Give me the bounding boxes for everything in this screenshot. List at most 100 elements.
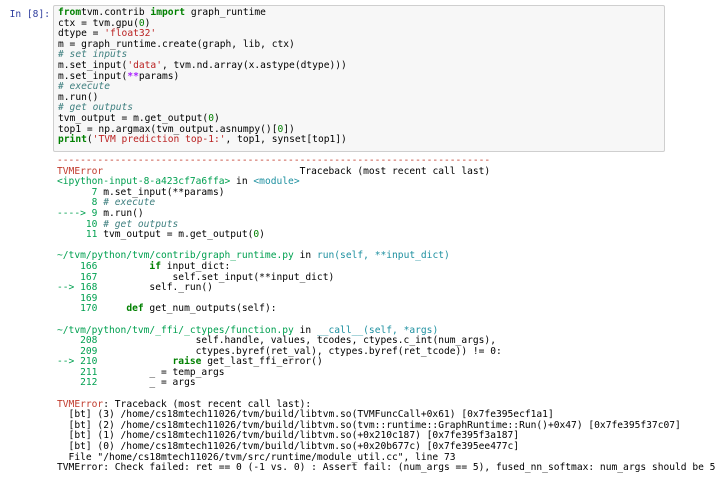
code-line: # execute	[58, 81, 660, 93]
output-line-segment: _ = args	[97, 377, 196, 389]
code-line-segment: 'data'	[127, 59, 162, 71]
output-line-segment: TVMError	[57, 165, 104, 177]
output-line-segment: 10	[57, 218, 98, 230]
output-line-segment: TVMError	[57, 398, 104, 410]
code-line-segment: dtype =	[58, 28, 105, 40]
code-line-segment: (	[86, 134, 93, 146]
code-line: m.run()	[58, 91, 660, 104]
output-line-segment: get_num_outputs(self):	[143, 303, 277, 315]
output-line: File "/home/cs18mtech11026/tvm/src/runti…	[57, 452, 672, 464]
code-line-segment: # set inputs	[58, 49, 128, 61]
code-line-segment: ctx = tvm.gpu(	[58, 17, 139, 29]
output-line-segment	[97, 303, 126, 314]
code-line-segment: tvm.contrib	[81, 7, 151, 18]
output-line: [bt] (3) /home/cs18mtech11026/tvm/build/…	[57, 409, 672, 421]
output-line-segment: ~/tvm/python/tvm/contrib/graph_runtime.p…	[57, 250, 294, 262]
code-line-segment: graph_runtime	[185, 7, 266, 18]
output-line: TVMError Traceback (most recent call las…	[57, 165, 672, 178]
output-line-segment: <ipython-input-8-a423cf7a6ffa>	[57, 176, 231, 188]
output-line: 170 def get_num_outputs(self):	[57, 304, 672, 315]
output-line: [bt] (2) /home/cs18mtech11026/tvm/build/…	[57, 420, 681, 432]
code-line-segment: **	[127, 70, 139, 82]
output-line-segment: 209	[57, 345, 98, 357]
code-line-segment: top1 = np.argmax(tvm_output.asnumpy()[	[58, 123, 278, 135]
output-line-segment: __call__(self, *args)	[316, 324, 439, 336]
output-line: [bt] (0) /home/cs18mtech11026/tvm/build/…	[57, 441, 672, 453]
output-line-segment: 167	[57, 271, 98, 283]
output-line-segment: 0	[253, 229, 260, 241]
output-line-segment: if	[149, 260, 161, 272]
code-line: print('TVM prediction top-1:', top1, syn…	[58, 134, 660, 146]
output-line: 208 self.handle, values, tcodes, ctypes.…	[57, 335, 672, 347]
code-line: fromtvm.contrib import graph_runtime	[58, 7, 660, 19]
code-line-segment: # execute	[58, 81, 110, 93]
output-line-segment: in	[293, 250, 317, 262]
output-line-segment: ~/tvm/python/tvm/_ffi/_ctypes/function.p…	[57, 324, 294, 336]
code-line-segment: 0	[138, 17, 145, 29]
output-line-segment: [bt] (1) /home/cs18mtech11026/tvm/build/…	[57, 430, 520, 442]
output-line: <ipython-input-8-a423cf7a6ffa> in <modul…	[57, 176, 672, 188]
output-line: TVMError: Traceback (most recent call la…	[57, 398, 672, 411]
code-line: dtype = 'float32'	[58, 28, 660, 40]
output-line-segment: m.set_input(**params)	[97, 186, 225, 198]
output-line: 166 if input_dict:	[57, 260, 672, 273]
code-line-segment: )	[144, 17, 151, 29]
code-line-segment: )	[213, 112, 220, 124]
output-line: 7 m.set_input(**params)	[57, 186, 672, 199]
output-line-segment: tvm_output = m.get_output(	[97, 229, 254, 241]
output-line: 10 # get outputs	[57, 218, 672, 231]
code-line-segment: m.set_input(	[58, 70, 128, 82]
output-line: ----> 9 m.run()	[57, 207, 672, 220]
output-line: 167 self.set_input(**input_dict)	[57, 271, 672, 284]
output-line-segment: 8	[57, 197, 98, 209]
output-line: 11 tvm_output = m.get_output(0)	[57, 229, 672, 241]
output-line-segment: # get outputs	[97, 218, 179, 230]
output-line-segment: 170	[57, 303, 98, 315]
output-line-segment: run(self, **input_dict)	[316, 250, 450, 262]
output-line-segment	[97, 261, 149, 272]
output-line-segment: def	[126, 303, 144, 315]
code-line-segment: m.run()	[58, 91, 99, 103]
output-line-segment: self._run()	[97, 282, 213, 294]
output-line-segment	[97, 356, 172, 367]
code-line-segment: 'TVM prediction top-1:'	[92, 134, 226, 146]
output-line: 8 # execute	[57, 198, 672, 209]
output-line-segment: )	[259, 229, 265, 241]
output-line-segment: [bt] (3) /home/cs18mtech11026/tvm/build/…	[57, 409, 554, 421]
notebook-cell: In [8]: fromtvm.contrib import graph_run…	[9, 5, 715, 473]
output-line-segment: ----------------------------------------…	[57, 155, 491, 166]
code-line-segment: params)	[138, 70, 180, 82]
output-line-segment: raise	[172, 356, 202, 368]
code-line-segment: # get outputs	[58, 102, 134, 114]
output-line: ~/tvm/python/tvm/_ffi/_ctypes/function.p…	[57, 324, 672, 337]
code-line: top1 = np.argmax(tvm_output.asnumpy()[0]…	[58, 123, 660, 136]
output-line-segment: 208	[57, 335, 98, 347]
output-line-segment: get_last_ffi_error()	[201, 356, 323, 368]
output-line-segment: --> 210	[57, 356, 98, 368]
output-line-segment: --> 168	[57, 282, 98, 294]
output-line: ~/tvm/python/tvm/contrib/graph_runtime.p…	[57, 251, 672, 262]
output-line-segment: 212	[57, 377, 98, 389]
output-line-segment: 169	[57, 292, 98, 304]
code-line-segment: ])	[283, 123, 295, 135]
output-line-segment: TVMError: Check failed: ret == 0 (-1 vs.…	[57, 462, 715, 474]
output-line-segment: in	[230, 176, 254, 188]
output-line-segment: # execute	[97, 197, 156, 209]
output-line-segment: : Traceback (most recent call last):	[103, 398, 312, 410]
code-line-segment: , tvm.nd.array(x.astype(dtype)))	[161, 59, 347, 71]
output-line-segment: <module>	[253, 176, 300, 188]
output-line-segment: ctypes.byref(ret_val), ctypes.byref(ret_…	[97, 345, 502, 357]
output-line-segment: m.run()	[97, 207, 144, 219]
output-line-segment: input_dict:	[160, 260, 231, 272]
input-prompt: In [8]:	[9, 9, 50, 20]
output-line-segment: 11	[57, 229, 98, 241]
code-line-segment: m.set_input(	[58, 59, 128, 71]
output-line: 212 _ = args	[57, 378, 672, 389]
output-line-segment: [bt] (0) /home/cs18mtech11026/tvm/build/…	[57, 441, 520, 453]
output-line-segment: [bt] (2) /home/cs18mtech11026/tvm/build/…	[57, 419, 681, 431]
code-line: # set inputs	[58, 50, 660, 61]
code-line: m = graph_runtime.create(graph, lib, ctx…	[58, 39, 660, 51]
code-line-segment: , top1, synset[top1])	[225, 134, 347, 146]
code-line-segment: from	[58, 7, 82, 18]
